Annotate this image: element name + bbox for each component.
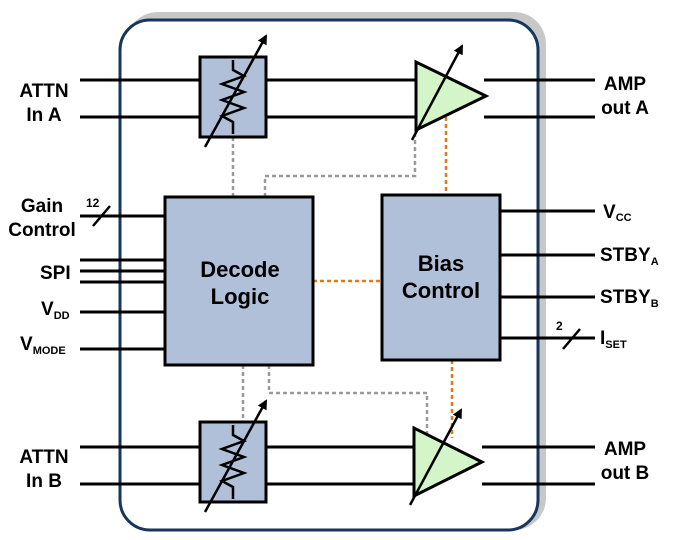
decode-logic-block [163, 195, 315, 367]
amp-out-b-label-line2: out B [601, 463, 650, 484]
variable-arrow-icon [410, 44, 464, 141]
amp-out-b-label-line1: AMP [604, 439, 647, 460]
amplifier-b [408, 408, 486, 506]
amp-out-a-label-line2: out A [601, 98, 649, 119]
vmode-label: VMODE [20, 334, 66, 357]
attn-in-b-label-line1: ATTN [19, 447, 68, 468]
stby-a-label: STBYA [600, 245, 659, 268]
spi-label: SPI [40, 263, 71, 284]
attenuator-b [198, 399, 268, 513]
variable-arrow-icon [203, 399, 268, 513]
iset-bus-width: 2 [556, 319, 563, 333]
bias-control-title-line1: Bias [418, 251, 464, 276]
amp-out-a-label-line1: AMP [604, 74, 647, 95]
attn-in-a-label-line2: In A [26, 105, 61, 126]
iset-bus-slash [562, 328, 581, 350]
attn-in-a-label-line1: ATTN [19, 81, 68, 102]
gain-bus-slash [92, 205, 111, 227]
attenuator-a [198, 34, 268, 148]
vdd-label: VDD [41, 299, 70, 322]
stby-b-label: STBYB [600, 287, 659, 310]
gray-dashed-lines [231, 130, 429, 438]
attn-in-b-label-line2: In B [26, 471, 62, 492]
decode-logic-title-line1: Decode [200, 257, 279, 282]
variable-arrow-icon [203, 34, 268, 148]
bias-control-block [380, 193, 502, 362]
signal-lines [80, 78, 595, 486]
gain-control-label-line2: Control [8, 220, 76, 241]
bias-control-title-line2: Control [402, 278, 480, 303]
chip-outline [118, 18, 540, 532]
variable-arrow-icon [408, 408, 463, 506]
decode-logic-title-line2: Logic [211, 284, 270, 309]
gain-control-label-line1: Gain [21, 196, 63, 217]
gain-bus-width: 12 [86, 196, 100, 210]
iset-label: ISET [600, 328, 627, 351]
amplifier-a [410, 44, 490, 141]
vcc-label: VCC [603, 202, 632, 224]
